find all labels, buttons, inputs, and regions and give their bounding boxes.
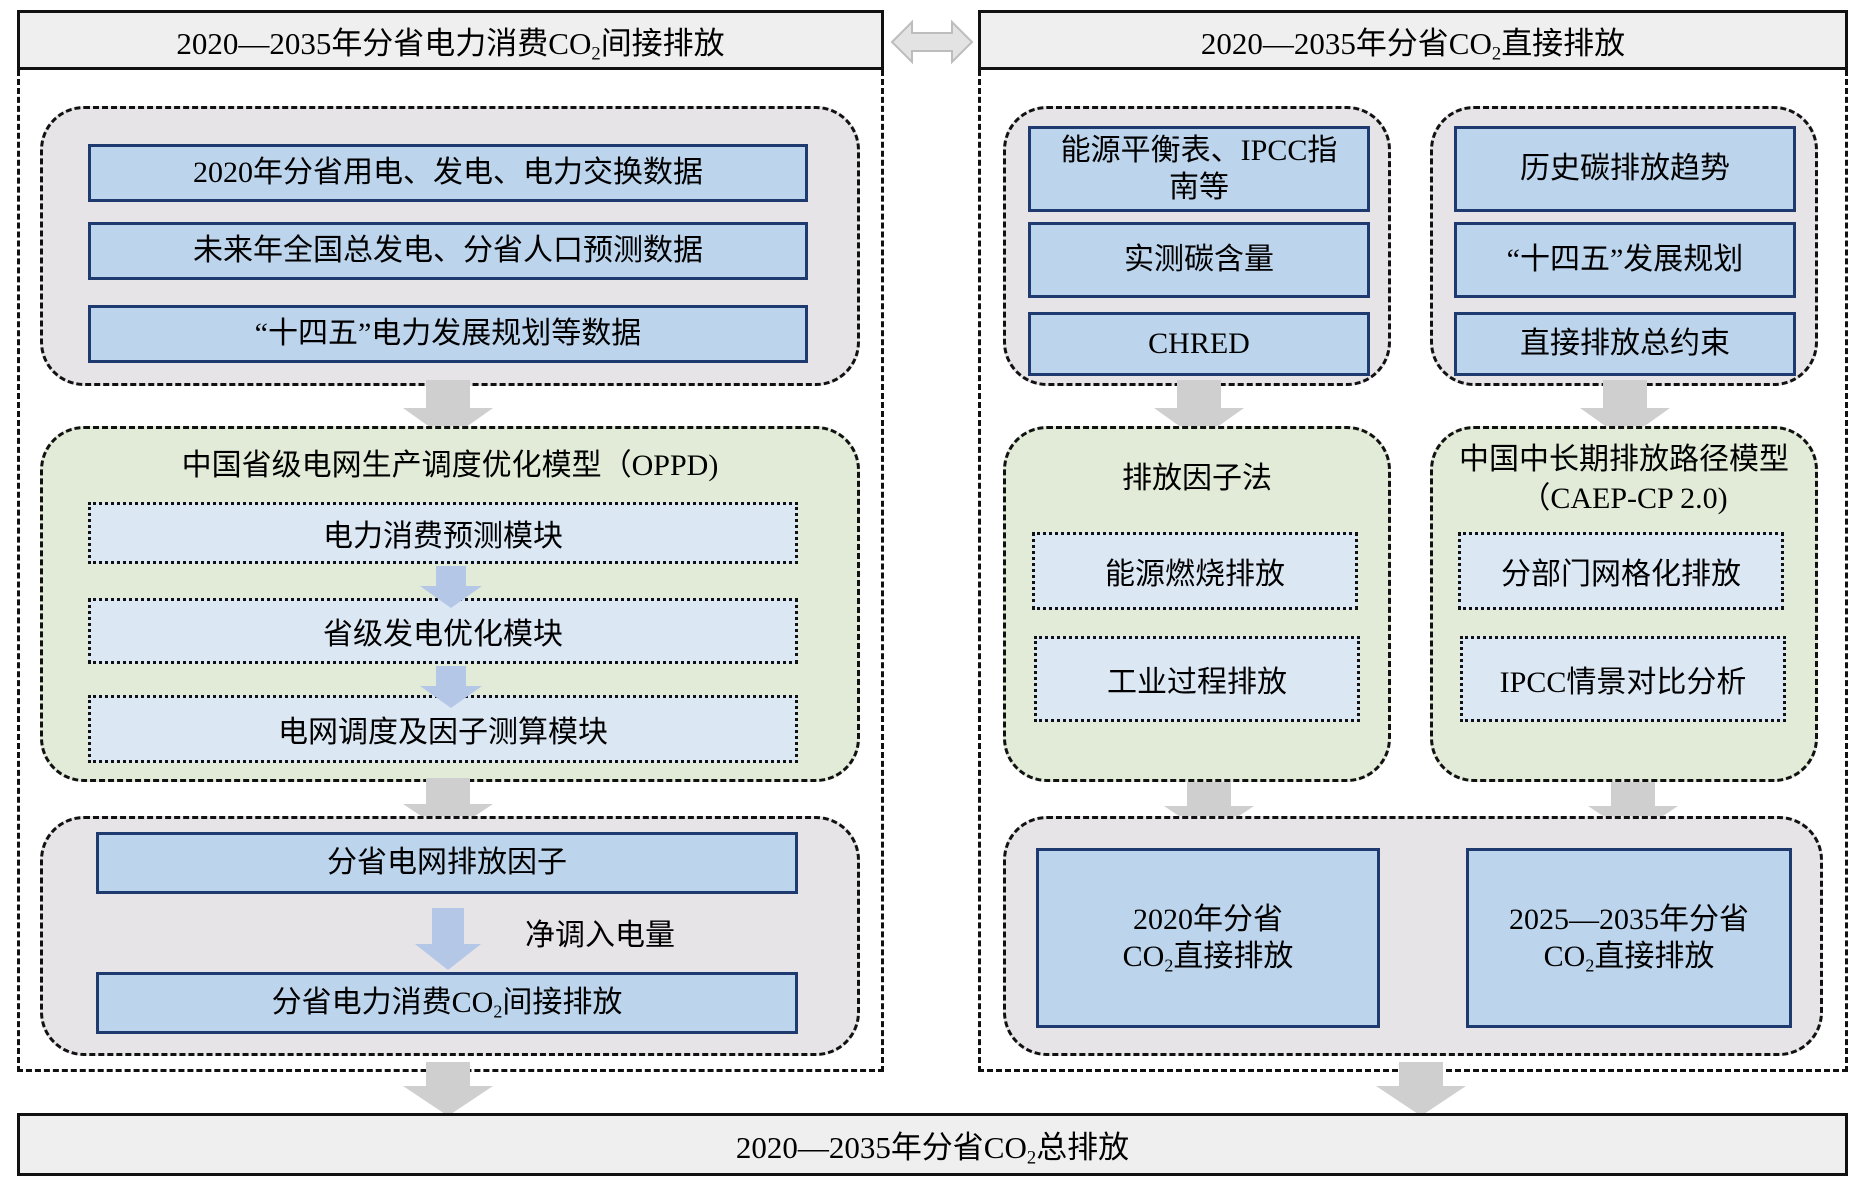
input-box-plan-data: “十四五”电力发展规划等数据 (88, 305, 808, 363)
caep-cp-model-title: 中国中长期排放路径模型（CAEP-CP 2.0) (1459, 443, 1789, 515)
oppd-model-title: 中国省级电网生产调度优化模型（OPPD) (181, 448, 719, 482)
emission-factor-method-title: 排放因子法 (1122, 461, 1272, 495)
input-box-total-constraint: 直接排放总约束 (1454, 312, 1796, 376)
input-box-historical-trend: 历史碳排放趋势 (1454, 126, 1796, 212)
double-arrow-icon (890, 19, 974, 65)
down-arrow-icon (1376, 1062, 1466, 1116)
down-arrow-icon (403, 1062, 493, 1116)
left-header-title: 2020—2035年分省电力消费CO2间接排放 (176, 25, 725, 65)
right-panel-header: 2020—2035年分省CO2直接排放 (978, 10, 1848, 70)
footer-title: 2020—2035年分省CO2总排放 (735, 1130, 1130, 1169)
sectoral-grid-emission-box: 分部门网格化排放 (1458, 532, 1784, 610)
module-consumption-forecast: 电力消费预测模块 (88, 502, 798, 564)
module-dispatch-factor: 电网调度及因子测算模块 (88, 695, 798, 763)
down-arrow-icon (415, 908, 481, 970)
right-header-title: 2020—2035年分省CO2直接排放 (1200, 25, 1626, 65)
down-arrow-icon (420, 666, 482, 708)
industrial-process-emission-box: 工业过程排放 (1034, 636, 1360, 722)
input-box-forecast-data: 未来年全国总发电、分省人口预测数据 (88, 222, 808, 280)
input-box-2020-data: 2020年分省用电、发电、电力交换数据 (88, 144, 808, 202)
input-box-energy-balance: 能源平衡表、IPCC指南等 (1028, 126, 1370, 212)
ipcc-scenario-comparison-box: IPCC情景对比分析 (1460, 636, 1786, 722)
input-box-development-plan: “十四五”发展规划 (1454, 222, 1796, 298)
net-import-label: 净调入电量 (525, 918, 675, 952)
left-panel-header: 2020—2035年分省电力消费CO2间接排放 (17, 10, 884, 70)
module-generation-optimization: 省级发电优化模块 (88, 598, 798, 664)
total-emission-footer: 2020—2035年分省CO2总排放 (17, 1113, 1848, 1176)
input-box-carbon-content: 实测碳含量 (1028, 222, 1370, 298)
down-arrow-icon (420, 566, 482, 608)
energy-combustion-emission-box: 能源燃烧排放 (1032, 532, 1358, 610)
indirect-emission-result-box: 分省电力消费CO2间接排放 (96, 972, 798, 1034)
input-box-chred: CHRED (1028, 312, 1370, 376)
grid-emission-factor-box: 分省电网排放因子 (96, 832, 798, 894)
